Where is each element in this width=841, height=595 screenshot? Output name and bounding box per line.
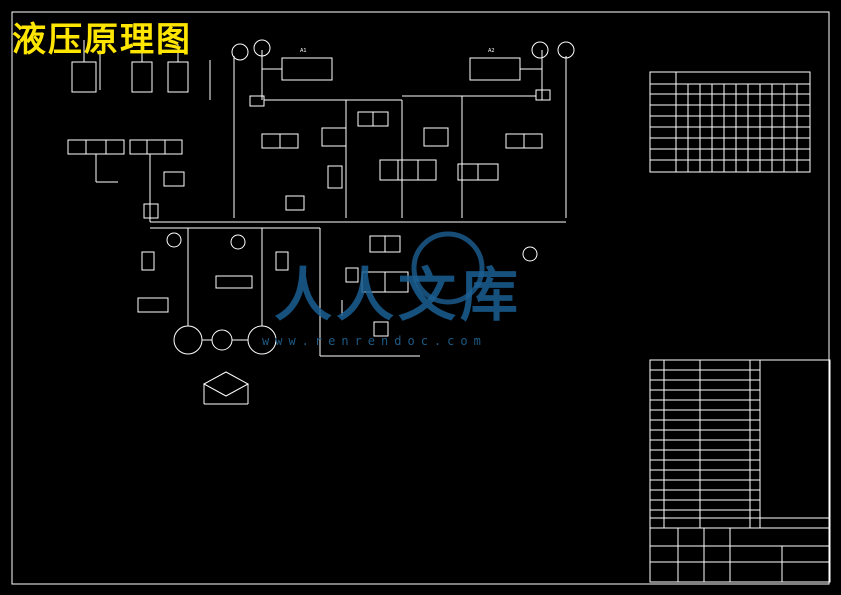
- top-cylinders: [261, 50, 543, 100]
- parts-list: [649, 359, 831, 529]
- left-directional-valves: [67, 139, 185, 222]
- watermark-brand: 人人文库: [274, 261, 523, 329]
- pressure-gauges: [166, 39, 575, 262]
- lower-valve-branch: [319, 228, 420, 357]
- middle-valve-cluster: [249, 89, 551, 218]
- pump-group: [137, 228, 289, 405]
- watermark-logo-icon: [411, 231, 485, 305]
- watermark-url: www.renrendoc.com: [262, 334, 487, 348]
- left-cylinders: [71, 40, 211, 100]
- svg-text:A1: A1: [300, 48, 307, 54]
- drawing-border: [11, 11, 830, 585]
- drawing-title: 液压原理图: [12, 20, 192, 60]
- title-block: [649, 527, 831, 583]
- operation-table: [649, 71, 811, 173]
- svg-text:A2: A2: [488, 48, 495, 54]
